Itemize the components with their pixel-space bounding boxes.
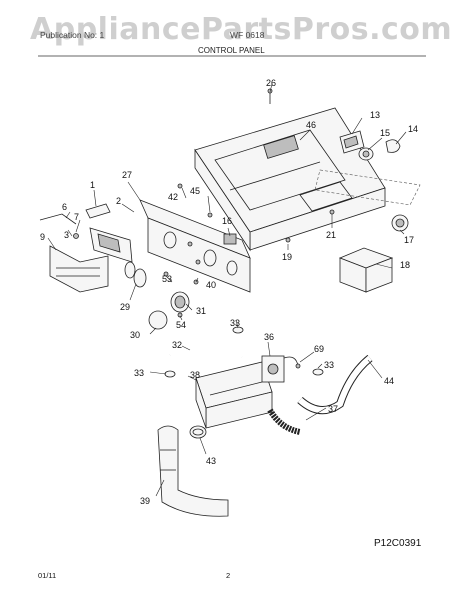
callout-27: 27 (122, 170, 132, 180)
callout-39: 39 (140, 496, 150, 506)
callout-33-left: 33 (134, 368, 144, 378)
callout-9: 9 (40, 232, 45, 242)
part-33-clamp-b (164, 370, 176, 378)
footer-date: 01/11 (38, 571, 57, 580)
part-44-hose (297, 354, 373, 414)
callout-69: 69 (314, 344, 324, 354)
part-27-control-panel (139, 199, 251, 293)
callout-7: 7 (74, 212, 79, 222)
callout-15: 15 (380, 128, 390, 138)
part-36-water-valve (261, 355, 285, 383)
publication-fragment: Publication No: 1 (40, 30, 105, 40)
callout-31: 31 (196, 306, 206, 316)
callout-13: 13 (370, 110, 380, 120)
footer-page-number: 2 (226, 571, 231, 580)
callout-26: 26 (266, 78, 276, 88)
callout-53: 53 (162, 274, 172, 284)
part-15-knob (358, 147, 374, 161)
callout-30: 30 (130, 330, 140, 340)
callout-16: 16 (222, 216, 232, 226)
part-1-bracket (85, 203, 111, 219)
part-69-harness (283, 356, 301, 369)
callout-32: 32 (172, 340, 182, 350)
part-16-switch (223, 233, 237, 245)
part-7-spring (73, 233, 79, 239)
callout-54: 54 (176, 320, 186, 330)
part-54-clip (177, 312, 183, 318)
part-31-knob (170, 291, 190, 313)
model-fragment: WF 0618 (230, 30, 265, 40)
callout-14: 14 (408, 124, 418, 134)
callout-36: 36 (264, 332, 274, 342)
console-frame (194, 107, 421, 252)
part-32-hose (168, 342, 245, 358)
part-17-knob (391, 214, 409, 232)
callout-18: 18 (400, 260, 410, 270)
leader-lines (47, 83, 407, 497)
part-37-bellows-hose (267, 408, 301, 435)
part-45-screw (207, 212, 213, 218)
callout-40: 40 (206, 280, 216, 290)
watermark: AppliancePartsPros.com (30, 12, 453, 47)
part-21-clip (329, 209, 335, 215)
callout-38: 38 (190, 370, 200, 380)
part-42-screw (177, 183, 183, 189)
callout-42: 42 (168, 192, 178, 202)
part-43-clamp (189, 425, 207, 439)
part-9-dispenser-drawer (49, 245, 109, 293)
part-29-knob (124, 261, 147, 288)
part-39-inlet-hose (157, 425, 229, 517)
callout-33-right: 33 (324, 360, 334, 370)
callout-45: 45 (190, 186, 200, 196)
part-38-detergent-dispenser (195, 361, 273, 429)
callout-3: 3 (64, 230, 69, 240)
part-30-knob (148, 310, 168, 330)
callout-21: 21 (326, 230, 336, 240)
callout-19: 19 (282, 252, 292, 262)
callout-2: 2 (116, 196, 121, 206)
diagram-code: P12C0391 (374, 538, 422, 549)
callout-17: 17 (404, 235, 414, 245)
callout-6: 6 (62, 202, 67, 212)
callout-43: 43 (206, 456, 216, 466)
part-6-lever (39, 213, 77, 225)
part-14-cap (385, 139, 401, 153)
callout-37: 37 (328, 404, 338, 414)
part-33-clamp-c (312, 368, 324, 376)
part-3-dispenser-housing (89, 227, 133, 263)
callout-29: 29 (120, 302, 130, 312)
part-19-screw (285, 237, 291, 243)
callout-33-top: 33 (230, 318, 240, 328)
section-title: CONTROL PANEL (198, 46, 265, 55)
part-13-pressure-switch (339, 130, 365, 154)
callout-46: 46 (306, 120, 316, 130)
callout-44: 44 (384, 376, 394, 386)
part-18-control-board (338, 247, 394, 293)
callout-1: 1 (90, 180, 95, 190)
callout-labels: 1 2 3 6 7 9 13 14 15 16 17 18 19 21 26 2… (40, 78, 418, 506)
